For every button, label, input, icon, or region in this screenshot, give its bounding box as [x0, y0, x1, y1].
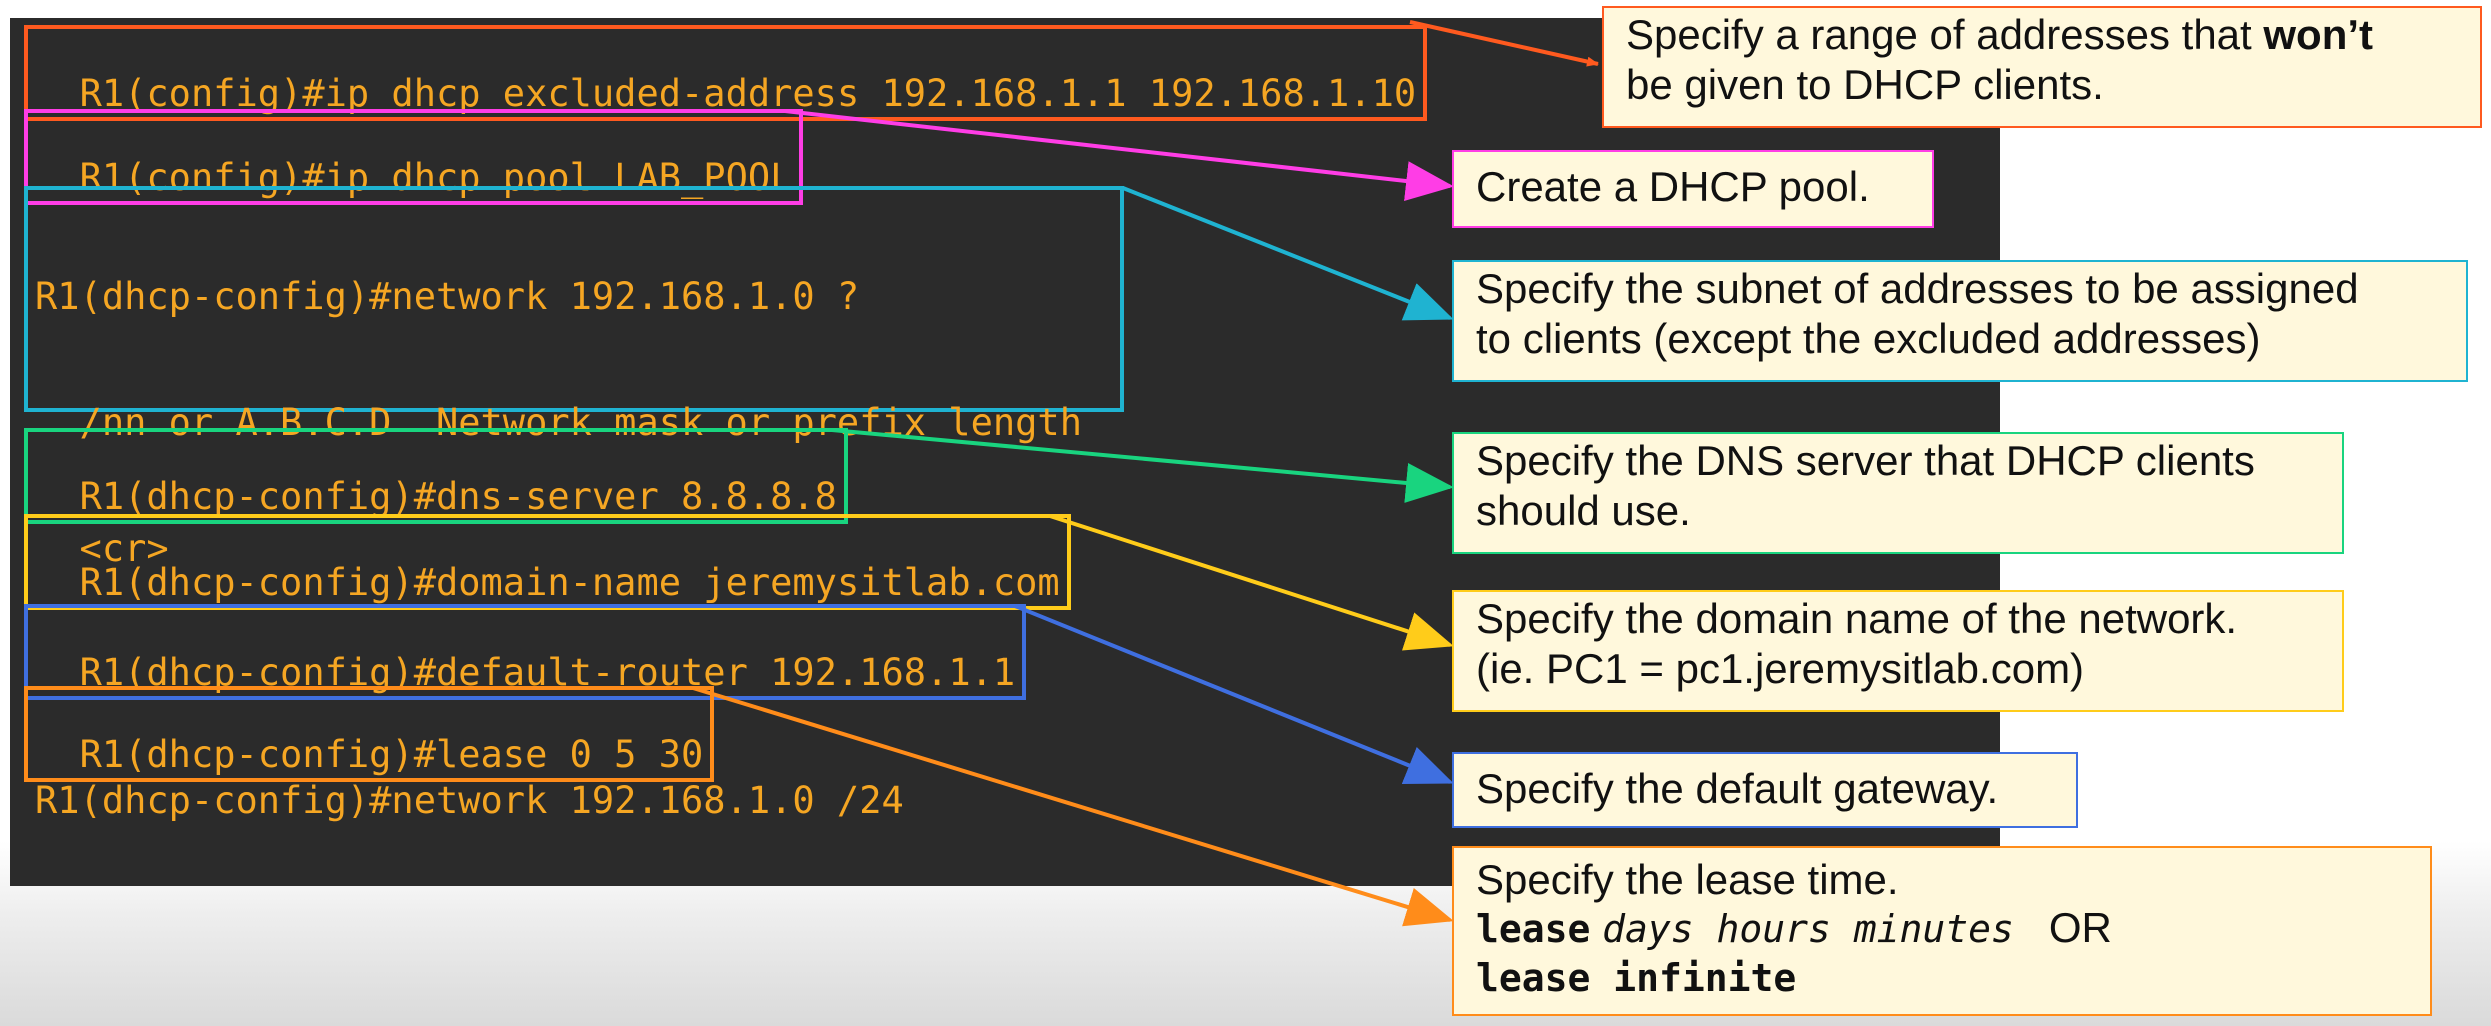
command-domain-name: R1(dhcp-config)#domain-name jeremysitlab… — [24, 514, 1071, 610]
callout-line: be given to DHCP clients. — [1626, 61, 2104, 108]
callout-syntax-line: lease infinite — [1476, 953, 2408, 1002]
command-dhcp-pool: R1(config)#ip dhcp pool LAB_POOL — [24, 109, 804, 205]
command-line: R1(config)#ip dhcp pool LAB_POOL — [79, 156, 793, 199]
arrow-pool — [784, 109, 1454, 201]
callout-line: Specify the domain name of the network. — [1476, 595, 2238, 642]
callout-dhcp-pool: Create a DHCP pool. — [1452, 150, 1934, 228]
callout-lease: Specify the lease time. lease days hours… — [1452, 846, 2432, 1016]
callout-syntax-line: lease days hours minutes OR — [1476, 904, 2408, 953]
callout-line: Specify a range of addresses that won’t — [1626, 10, 2458, 60]
command-line: R1(dhcp-config)#domain-name jeremysitlab… — [79, 561, 1060, 604]
syntax-infinite: lease infinite — [1476, 956, 1797, 1000]
callout-default-router: Specify the default gateway. — [1452, 752, 2078, 828]
callout-line: Specify the lease time. — [1476, 856, 1899, 903]
arrow-excluded — [1409, 20, 1599, 67]
callout-line: Create a DHCP pool. — [1476, 163, 1870, 210]
callout-line: Specify the subnet of addresses to be as… — [1476, 265, 2359, 312]
callout-text: Specify a range of addresses that — [1626, 11, 2264, 58]
command-help-line: <cr> — [35, 527, 169, 570]
callout-line: (ie. PC1 = pc1.jeremysitlab.com) — [1476, 645, 2085, 692]
command-line: R1(config)#ip dhcp excluded-address 192.… — [79, 72, 1417, 115]
callout-line: to clients (except the excluded addresse… — [1476, 315, 2261, 362]
callout-emphasis: won’t — [2263, 11, 2374, 58]
arrow-domain — [1049, 514, 1454, 651]
arrow-network — [1122, 186, 1454, 321]
arrow-lease — [692, 686, 1454, 927]
callout-network: Specify the subnet of addresses to be as… — [1452, 260, 2468, 382]
command-help-line: /nn or A.B.C.D Network mask or prefix le… — [35, 401, 1082, 444]
arrow-dns — [831, 428, 1454, 503]
command-line: R1(dhcp-config)#dns-server 8.8.8.8 — [79, 475, 837, 518]
command-lease: R1(dhcp-config)#lease 0 5 30 — [24, 686, 715, 782]
callout-line: Specify the DNS server that DHCP clients — [1476, 437, 2255, 484]
command-dns-server: R1(dhcp-config)#dns-server 8.8.8.8 — [24, 428, 848, 524]
callout-line: should use. — [1476, 487, 1691, 534]
command-line: R1(dhcp-config)#network 192.168.1.0 ? — [35, 275, 860, 318]
command-network: R1(dhcp-config)#network 192.168.1.0 ? /n… — [24, 186, 1124, 822]
syntax-keyword: lease — [1476, 907, 1591, 951]
callout-line: Specify the default gateway. — [1476, 765, 1999, 812]
arrow-router — [1014, 604, 1454, 785]
command-line: R1(dhcp-config)#network 192.168.1.0 /24 — [35, 779, 904, 822]
callout-dns-server: Specify the DNS server that DHCP clients… — [1452, 432, 2344, 554]
command-line: R1(dhcp-config)#lease 0 5 30 — [79, 733, 704, 776]
syntax-or: OR — [2048, 904, 2112, 951]
syntax-args: days hours minutes — [1602, 907, 2014, 951]
callout-domain-name: Specify the domain name of the network. … — [1452, 590, 2344, 712]
callout-excluded-address: Specify a range of addresses that won’t … — [1602, 6, 2482, 128]
command-excluded-address: R1(config)#ip dhcp excluded-address 192.… — [24, 25, 1428, 121]
